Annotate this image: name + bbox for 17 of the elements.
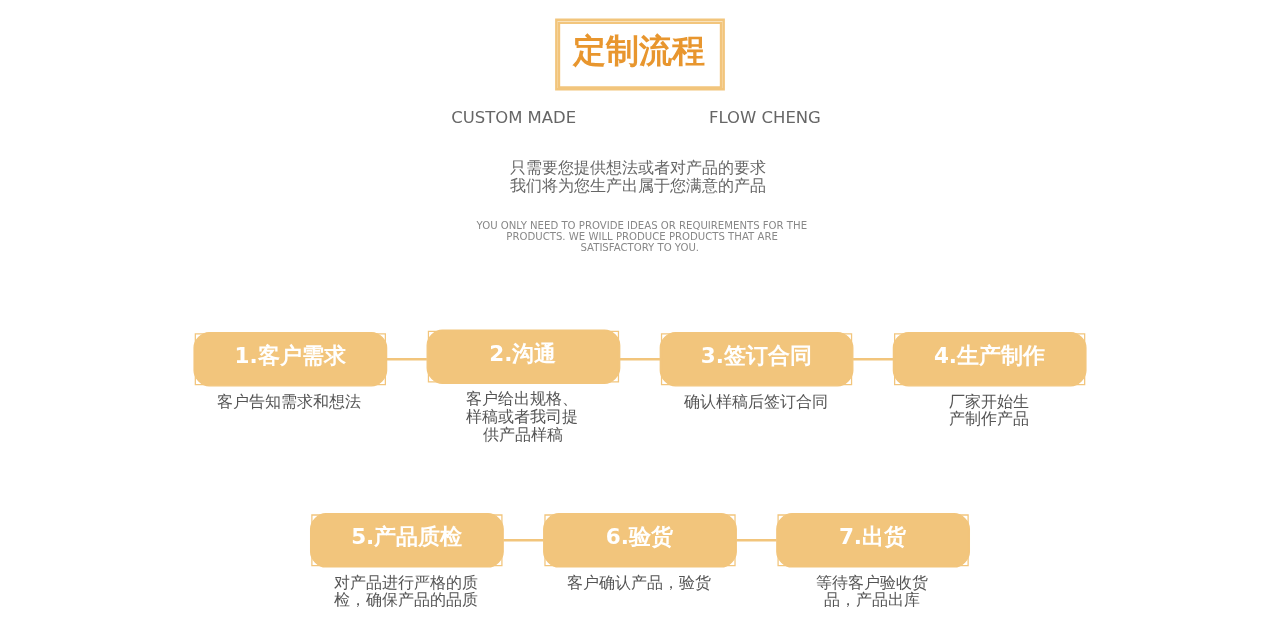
label: 只需要您提供想法或者对产品的要求我们将为您生产出属于您满意的产品 [509,158,766,196]
node-label: 客户告知需求和想法 [217,391,361,411]
node-label: 对产品进行严格的质检，确保产品的品质 [333,572,478,610]
connector [386,357,427,361]
connector [736,539,777,542]
node-label: 确认样稿后签订合同 [683,391,828,411]
diagram-title: 定制流程 [572,30,705,70]
node-label: 等待客户验收货品，产品出库 [815,572,928,610]
label: FLOW CHENG [708,107,821,127]
label: YOU ONLY NEED TO PROVIDE IDEAS OR REQUIREMENTS FOR THE PRODUCTS. WE WILL PRODUCE PRODUCTS THAT ARE SATISFACTORY TO YOU. [476,219,807,254]
node-label: 厂家开始生产制作产品 [948,391,1029,429]
label: CUSTOM MADE [450,107,576,127]
connector [502,539,543,542]
connector [852,357,893,361]
node-label: 客户给出规格、样稿或者我司提供产品样稿 [465,389,578,444]
connector [619,357,660,361]
node-label: 客户确认产品，验货 [566,572,711,592]
